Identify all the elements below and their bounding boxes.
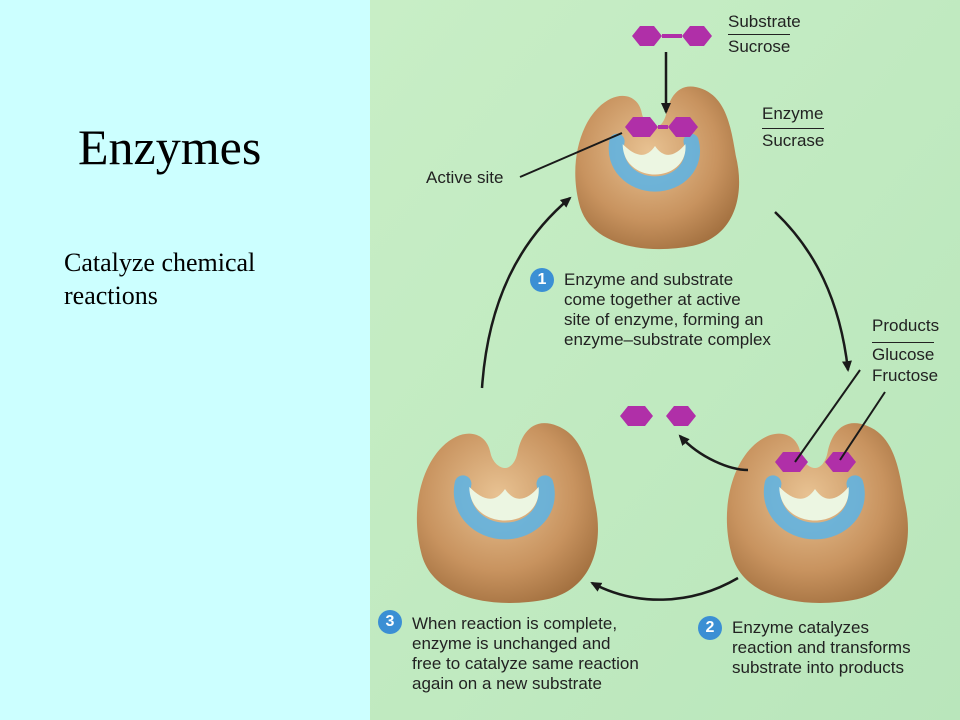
step-1-text: Enzyme and substrate come together at ac… <box>564 270 771 349</box>
substrate-label: Substrate <box>728 12 801 31</box>
step-3-text: When reaction is complete, enzyme is unc… <box>412 614 639 693</box>
arrow-products-release <box>678 434 749 472</box>
enzyme-name: Sucrase <box>762 128 825 151</box>
enzyme-cycle-diagram: Substrate Sucrose Enzyme Sucrase Active … <box>370 0 960 720</box>
active-site-pointer <box>519 132 623 178</box>
released-products <box>620 406 696 426</box>
step-3-badge: 3 <box>378 610 402 634</box>
product-glucose: Glucose <box>872 342 935 365</box>
active-site-label: Active site <box>426 168 504 187</box>
step-2-badge: 2 <box>698 616 722 640</box>
arrow-step3-to-1 <box>480 196 572 389</box>
step-2-text: Enzyme catalyzes reaction and transforms… <box>732 618 911 677</box>
products-label: Products <box>872 316 940 335</box>
fructose-pointer <box>839 391 886 461</box>
substrate-name: Sucrose <box>728 34 791 59</box>
slide-subtitle: Catalyze chemical reactions <box>64 248 256 310</box>
enzyme-label: Enzyme <box>762 104 824 123</box>
diagram-graphics <box>370 0 960 720</box>
glucose-pointer <box>794 369 861 463</box>
product-fructose: Fructose <box>872 366 939 385</box>
bound-sucrose <box>625 117 698 137</box>
step-1-badge: 1 <box>530 268 554 292</box>
arrow-step1-to-2 <box>774 211 852 372</box>
arrow-step2-to-3 <box>590 576 739 601</box>
sucrose-molecule <box>632 26 712 46</box>
slide-title: Enzymes <box>78 119 262 175</box>
